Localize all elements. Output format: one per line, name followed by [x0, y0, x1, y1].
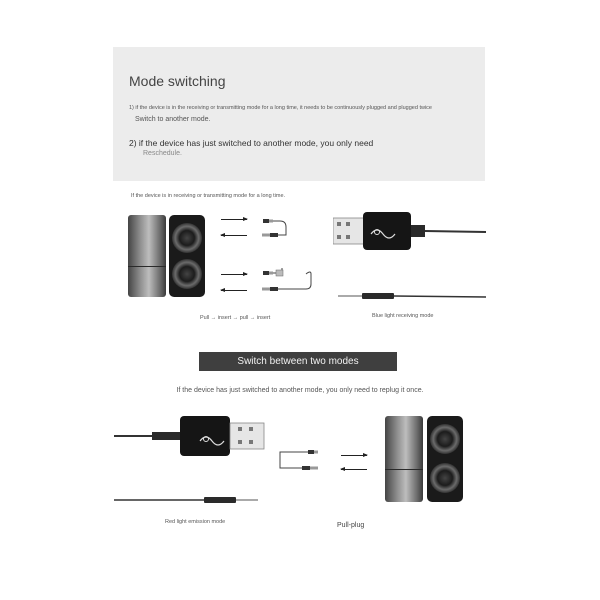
replug-note: If the device has just switched to anoth…	[176, 387, 424, 394]
arrow-icon	[220, 233, 247, 237]
section1-caption: If the device is in receiving or transmi…	[131, 193, 286, 199]
pull-plug-caption: Pull-plug	[337, 522, 365, 529]
arrow-icon	[221, 272, 248, 276]
aux-cable-icon	[262, 219, 312, 291]
arrow-icon	[221, 217, 248, 221]
note-2: 2) if the device has just switched to an…	[129, 138, 374, 148]
usb-adapter-icon	[333, 212, 487, 250]
note-2-continued: Reschedule.	[143, 150, 182, 157]
aux-cable-icon	[338, 293, 487, 299]
note-1-continued: Switch to another mode.	[135, 116, 211, 123]
aux-cable-icon	[114, 497, 258, 503]
mode-switching-panel: Mode switching 1) if the device is in th…	[113, 47, 485, 181]
usb-adapter-icon	[114, 416, 265, 456]
aux-cable-icon	[279, 450, 318, 470]
blue-light-caption: Blue light receiving mode	[372, 313, 434, 319]
arrow-icon	[220, 288, 247, 292]
red-light-caption: Red light emission mode	[165, 519, 226, 525]
note-1: 1) if the device is in the receiving or …	[129, 105, 432, 111]
pull-insert-caption: Pull → insert → pull → insert	[200, 315, 271, 321]
section-banner: Switch between two modes	[199, 352, 397, 371]
page-title: Mode switching	[129, 73, 226, 89]
arrow-icon	[341, 453, 368, 457]
arrow-icon	[340, 467, 367, 471]
